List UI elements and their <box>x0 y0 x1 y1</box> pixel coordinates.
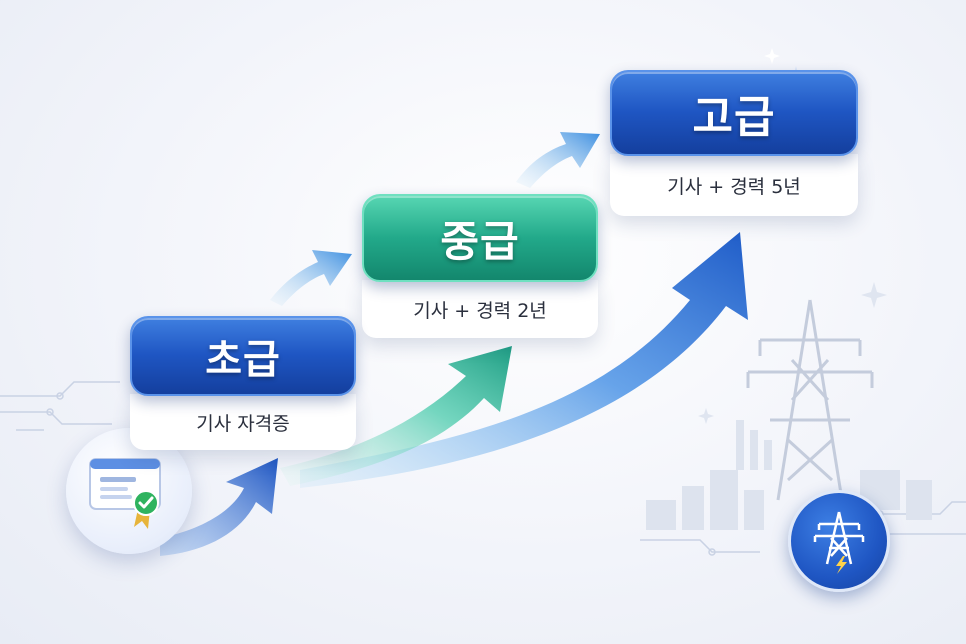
city-silhouette <box>646 420 932 530</box>
stage-basic-title: 초급 <box>130 316 356 396</box>
stage-intermediate-requirement: 기사 + 경력 2년 <box>362 280 598 338</box>
connector-arrow-2 <box>516 132 600 188</box>
growth-arrow-first <box>160 458 278 556</box>
stage-intermediate: 중급 기사 + 경력 2년 <box>362 194 598 340</box>
stage-advanced: 고급 기사 + 경력 5년 <box>610 70 858 216</box>
certificate-icon <box>66 428 192 554</box>
transmission-tower-illustration <box>746 299 874 501</box>
power-tower-icon <box>788 490 890 592</box>
certificate-graphic <box>89 458 161 529</box>
stage-advanced-title: 고급 <box>610 70 858 156</box>
stage-basic: 초급 기사 자격증 <box>130 316 356 450</box>
stage-intermediate-title: 중급 <box>362 194 598 282</box>
circuit-lines-left <box>0 381 120 431</box>
growth-arrow-teal <box>280 346 512 486</box>
stage-advanced-requirement: 기사 + 경력 5년 <box>610 154 858 216</box>
power-tower-graphic <box>813 511 865 574</box>
connector-arrow-1 <box>270 250 352 306</box>
stage-basic-requirement: 기사 자격증 <box>130 394 356 450</box>
